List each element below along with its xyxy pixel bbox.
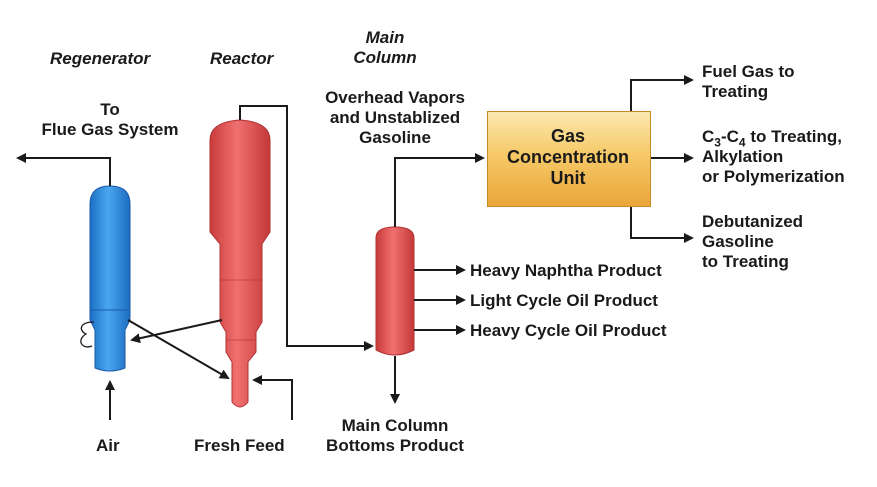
gcu-line-3: Unit bbox=[550, 168, 586, 188]
main-column-title-line-2: Column bbox=[353, 48, 417, 67]
spent-catalyst-line bbox=[130, 319, 223, 344]
debutanized-line bbox=[630, 205, 694, 243]
flue-gas-label: To Flue Gas System bbox=[10, 100, 210, 140]
fuel-gas-line-2: Treating bbox=[702, 82, 769, 101]
c3c4-line-2: Alkylation bbox=[702, 147, 784, 166]
c3c4-sub-2: 4 bbox=[738, 135, 746, 150]
heavy-naphtha-label: Heavy Naphtha Product bbox=[470, 261, 662, 280]
gcu-line-2: Concentration bbox=[506, 147, 629, 167]
c3c4-mid: -C bbox=[720, 127, 739, 146]
gcu-line-1: Gas bbox=[550, 126, 586, 146]
debutanized-line-3: to Treating bbox=[702, 252, 789, 271]
fresh-feed-label: Fresh Feed bbox=[194, 436, 285, 455]
c3c4-line-1: C3-C4 to Treating, bbox=[702, 127, 845, 150]
main-column-title-line-1: Main bbox=[365, 28, 405, 47]
flow-lines bbox=[16, 75, 694, 420]
c3c4-sub-1: 3 bbox=[714, 135, 721, 150]
flue-gas-line-2: Flue Gas System bbox=[41, 120, 179, 139]
reactor-title: Reactor bbox=[210, 49, 274, 68]
regen-catalyst-line bbox=[127, 319, 230, 380]
regenerator-title: Regenerator bbox=[50, 49, 151, 68]
flue-gas-line bbox=[16, 153, 111, 186]
gas-concentration-unit-box bbox=[487, 111, 651, 207]
main-column-title: Main Column bbox=[345, 28, 425, 68]
overhead-line-3: Gasoline bbox=[359, 128, 431, 147]
regenerator-vessel bbox=[80, 185, 131, 372]
c3c4-line-3: or Polymerization bbox=[702, 167, 845, 186]
bottoms-label: Main Column Bottoms Product bbox=[315, 416, 475, 456]
c3c4-prefix: C bbox=[702, 127, 715, 146]
c3c4-label: C3-C4 to Treating, Alkylation or Polymer… bbox=[702, 127, 845, 187]
fuel-gas-line-1: Fuel Gas to bbox=[702, 62, 795, 81]
light-cycle-label: Light Cycle Oil Product bbox=[470, 291, 658, 310]
flue-gas-line-1: To bbox=[100, 100, 120, 119]
air-label: Air bbox=[96, 436, 120, 455]
fuel-gas-line bbox=[630, 75, 694, 111]
main-column-vessel bbox=[375, 226, 415, 356]
debutanized-line-2: Gasoline bbox=[702, 232, 774, 251]
c3c4-suffix: to Treating, bbox=[745, 127, 842, 146]
fresh-feed-line bbox=[252, 375, 293, 420]
fuel-gas-label: Fuel Gas to Treating bbox=[702, 62, 795, 102]
overhead-line-1: Overhead Vapors bbox=[325, 88, 465, 107]
overhead-vapors-label: Overhead Vapors and Unstablized Gasoline bbox=[310, 88, 480, 148]
reactor-overhead-line bbox=[239, 105, 374, 351]
debutanized-line-1: Debutanized bbox=[702, 212, 804, 231]
gas-concentration-unit-label: Gas Concentration Unit bbox=[487, 126, 649, 189]
bottoms-line-2: Bottoms Product bbox=[326, 436, 464, 455]
bottoms-line-1: Main Column bbox=[341, 416, 449, 435]
overhead-vapors-line bbox=[394, 153, 485, 227]
overhead-line-2: and Unstablized bbox=[329, 108, 461, 127]
heavy-cycle-label: Heavy Cycle Oil Product bbox=[470, 321, 667, 340]
reactor-vessel bbox=[209, 119, 271, 408]
debutanized-label: Debutanized Gasoline to Treating bbox=[702, 212, 803, 272]
